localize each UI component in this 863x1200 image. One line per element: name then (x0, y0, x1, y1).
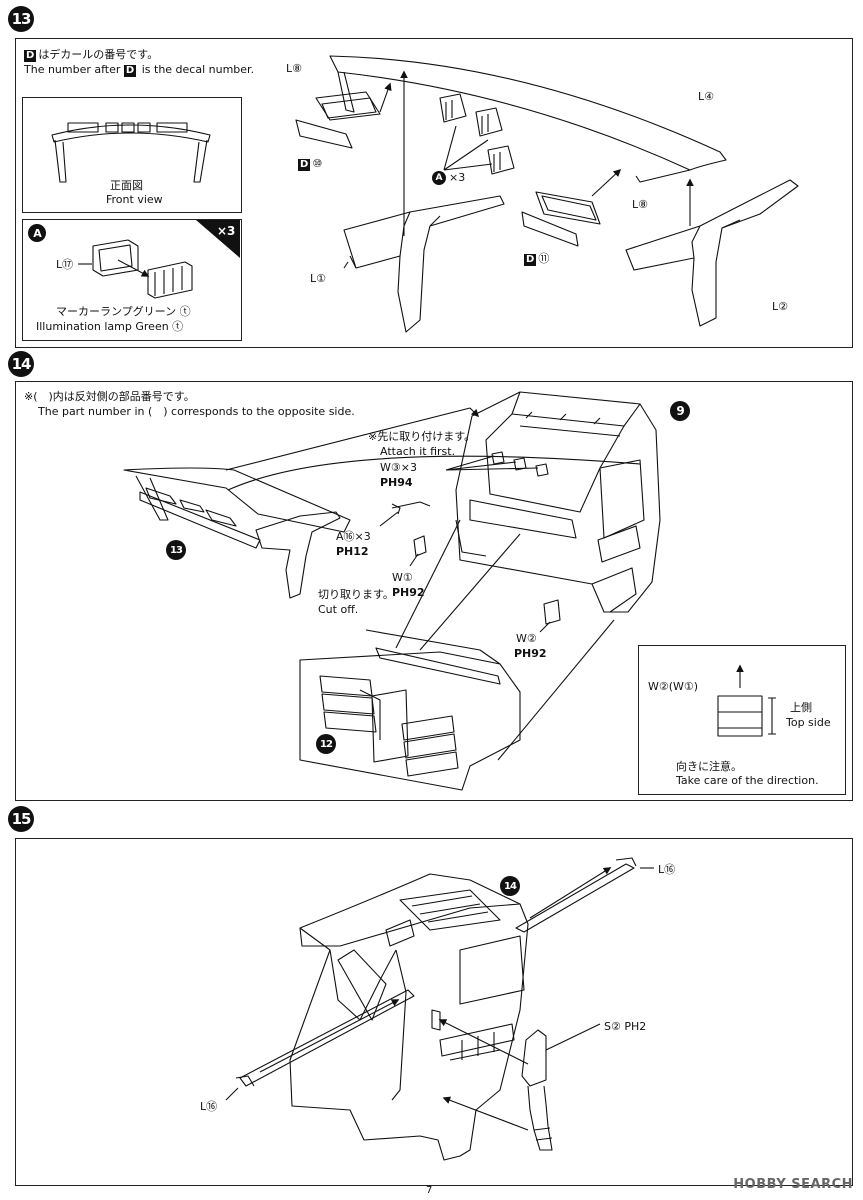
label-w2: W② (516, 632, 537, 645)
sub-a-badge: A (28, 224, 46, 242)
attach-first-jp: ※先に取り付けます。 (368, 430, 476, 443)
front-view-jp: 正面図 (110, 179, 143, 192)
label-l8-right: L⑧ (632, 198, 648, 211)
ref-step-9-badge: 9 (670, 401, 690, 421)
top-side-en: Top side (786, 716, 831, 729)
inset-part-label: W②(W①) (648, 680, 699, 693)
cut-off-en: Cut off. (318, 603, 359, 616)
label-l2: L② (772, 300, 788, 313)
step-14-badge: 14 (8, 351, 34, 377)
ref-step-12-badge: 12 (316, 734, 336, 754)
hobby-search-logo: HOBBY SEARCH (733, 1177, 853, 1192)
front-view-en: Front view (106, 193, 163, 206)
label-l8-top: L⑧ (286, 62, 302, 75)
label-w1: W① (392, 571, 413, 584)
opposite-side-note-en: The part number in ( ) corresponds to th… (38, 405, 355, 418)
part-l17-label: L⑰ (56, 258, 74, 271)
step-15-badge: 15 (8, 806, 34, 832)
label-ph92a: PH92 (392, 586, 425, 599)
sub-a-times: ×3 (217, 224, 236, 238)
decal-note-en: The number after D is the decal number. (24, 63, 255, 77)
label-a-x3: A×3 (432, 171, 465, 185)
direction-note-jp: 向きに注意。 (676, 760, 742, 773)
label-l4: L④ (698, 90, 714, 103)
ref-step-13-badge: 13 (166, 540, 186, 560)
label-ph92b: PH92 (514, 647, 547, 660)
logo-text: HOBBY SEARCH (733, 1177, 853, 1192)
lamp-label-en: Illumination lamp Green ⓣ (36, 320, 184, 333)
lamp-label-jp: マーカーランプグリーン ⓣ (56, 305, 191, 318)
label-l16-bottom: L⑯ (200, 1100, 218, 1113)
opposite-side-note-jp: ※( )内は反対側の部品番号です。 (24, 390, 195, 403)
page-number: 7 (426, 1185, 433, 1196)
label-w3: W③×3 (380, 461, 417, 474)
label-l16-top: L⑯ (658, 863, 676, 876)
cut-off-jp: 切り取ります。 (318, 588, 394, 601)
label-ph94: PH94 (380, 476, 413, 489)
label-a16: A⑯×3 (336, 530, 371, 543)
ref-step-14-badge: 14 (500, 876, 520, 896)
label-ph12: PH12 (336, 545, 369, 558)
top-side-jp: 上側 (790, 701, 812, 714)
label-s2-ph2: S② PH2 (604, 1020, 647, 1033)
label-l1: L① (310, 272, 326, 285)
step-13-badge: 13 (8, 6, 34, 32)
attach-first-en: Attach it first. (380, 445, 456, 458)
step-15-panel (15, 838, 853, 1186)
direction-note-en: Take care of the direction. (676, 774, 819, 787)
